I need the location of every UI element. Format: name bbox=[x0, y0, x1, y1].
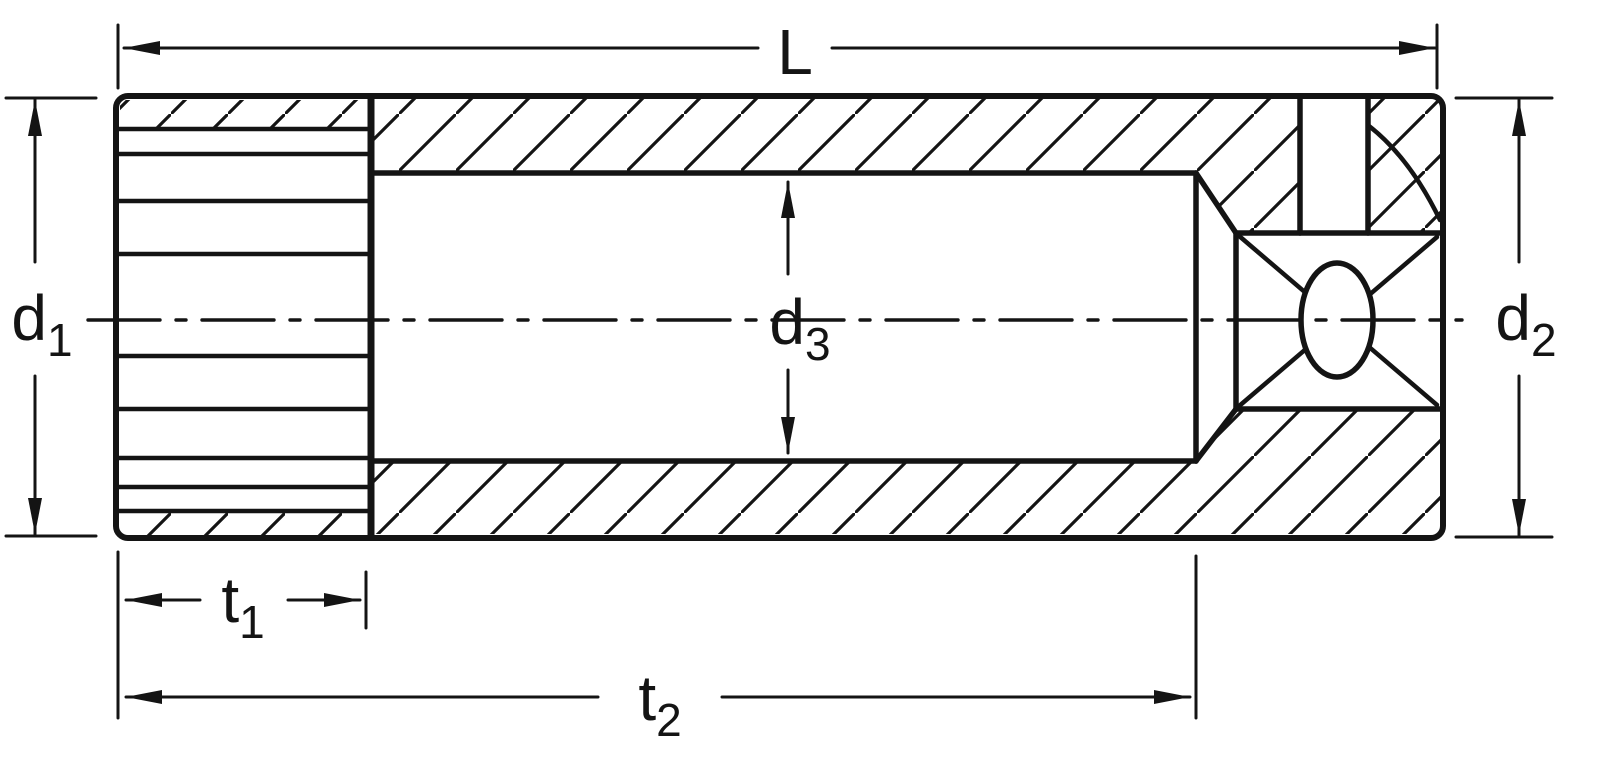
body-outline bbox=[113, 93, 1446, 541]
hatch-bottom-wall bbox=[373, 410, 1441, 534]
corner-fillet-arc bbox=[1366, 123, 1443, 223]
label-d2: d2 bbox=[1495, 282, 1556, 366]
label-t1: t1 bbox=[221, 564, 264, 648]
taper-bottom-line bbox=[1193, 406, 1239, 464]
dimension-t2: t2 bbox=[124, 554, 1198, 746]
hatch-top-wall bbox=[373, 99, 1299, 231]
label-d3: d3 bbox=[769, 286, 830, 370]
taper-top-line bbox=[1193, 170, 1239, 236]
label-L: L bbox=[777, 16, 813, 88]
dimension-L: L bbox=[116, 16, 1439, 90]
label-d1: d1 bbox=[11, 282, 72, 366]
hatch-left-top-strip bbox=[120, 100, 370, 127]
socket-body bbox=[86, 93, 1464, 541]
hatch-left-bottom-strip bbox=[120, 513, 370, 535]
dimension-d3: d3 bbox=[769, 180, 831, 455]
dimension-d2: d2 bbox=[1454, 96, 1557, 539]
label-t2: t2 bbox=[638, 662, 681, 746]
dimension-t1: t1 bbox=[116, 550, 368, 720]
dimension-d1: d1 bbox=[4, 96, 98, 538]
inner-bore bbox=[368, 170, 1239, 464]
